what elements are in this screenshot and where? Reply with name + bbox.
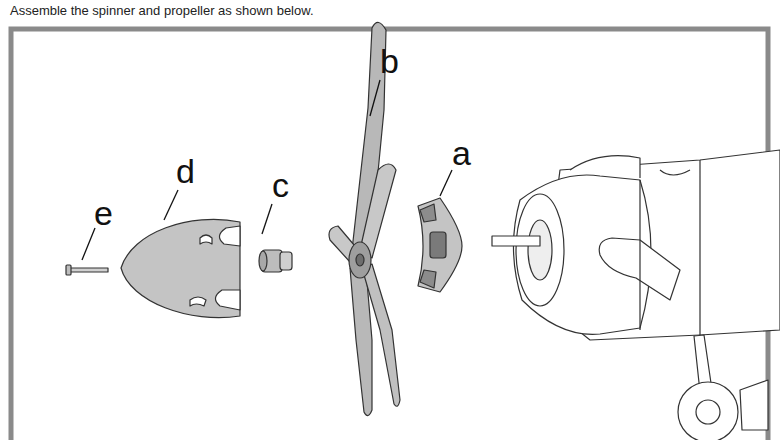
collet-nut (280, 252, 292, 270)
cone-body (121, 219, 240, 317)
spinner-cone (121, 219, 240, 317)
cone-notch (219, 226, 240, 246)
backplate-hub (430, 232, 446, 258)
leader-lines (82, 80, 452, 260)
propeller-bore (356, 254, 364, 266)
aircraft-nose (492, 150, 780, 440)
cone-notch (190, 297, 206, 306)
leader-line (262, 204, 272, 234)
cone-notch (200, 235, 212, 244)
leader-line (370, 80, 380, 116)
instruction-title: Assemble the spinner and propeller as sh… (10, 3, 314, 18)
collet-end (259, 251, 267, 271)
cone-notch (215, 290, 240, 310)
leader-line (440, 170, 452, 196)
cowling-front (516, 194, 564, 306)
backplate-tab (420, 270, 436, 288)
leader-line (82, 228, 95, 260)
screw (66, 265, 108, 275)
propeller (329, 22, 400, 415)
backplate-body (418, 198, 462, 292)
callout-letter: c (272, 168, 289, 202)
collet (259, 250, 292, 272)
gear-door (740, 380, 768, 430)
screw-shaft (70, 268, 108, 272)
engine-face (528, 220, 552, 280)
canopy-base (570, 156, 640, 178)
wheel-hub (696, 400, 720, 424)
leader-line (164, 190, 178, 220)
panel-line (640, 160, 700, 335)
propeller-blade (362, 264, 400, 406)
wheel (678, 382, 738, 440)
callout-letter: b (380, 44, 399, 78)
backplate (418, 198, 462, 292)
propeller-hub (349, 242, 371, 278)
parts (66, 22, 780, 440)
callout-letter: d (176, 154, 195, 188)
callout-letter: a (452, 136, 471, 170)
motor-shaft (492, 236, 540, 246)
screw-head (66, 265, 71, 275)
backplate-tab (420, 204, 436, 222)
callout-letter: e (94, 196, 113, 230)
